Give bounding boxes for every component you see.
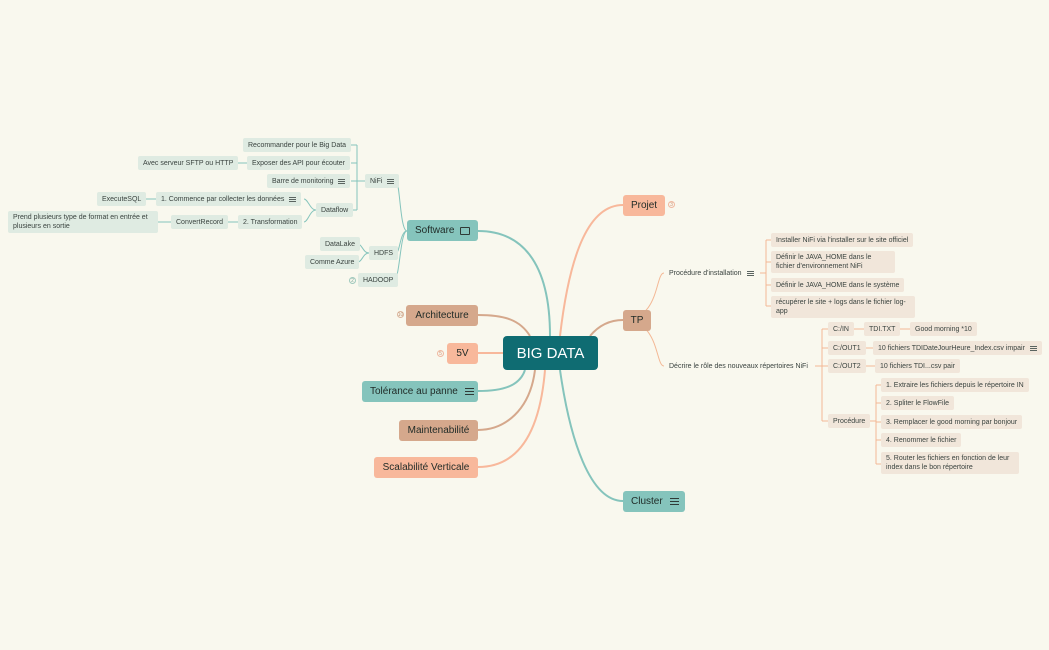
projet-count-badge[interactable]: 3: [668, 201, 675, 208]
tp-label: TP: [630, 315, 644, 326]
cout2-node[interactable]: C:/OUT2: [828, 359, 866, 373]
root-node[interactable]: BIG DATA: [503, 336, 598, 370]
step-2[interactable]: 2. Spliter le FlowFile: [881, 396, 955, 410]
sftp-node[interactable]: Avec serveur SFTP ou HTTP: [138, 156, 239, 170]
dataflow-node[interactable]: Dataflow: [316, 203, 354, 217]
note-icon: [387, 178, 395, 184]
barre-monitoring-node[interactable]: Barre de monitoring: [267, 174, 351, 188]
install-item-2[interactable]: Définir le JAVA_HOME dans le fichier d'e…: [771, 251, 895, 273]
formats-node[interactable]: Prend plusieurs type de format en entrée…: [8, 211, 158, 233]
cluster-label: Cluster: [631, 496, 663, 507]
architecture-node[interactable]: Architecture: [406, 305, 478, 326]
commence-node[interactable]: 1. Commence par collecter les données: [156, 192, 302, 206]
fivev-node[interactable]: 5V: [447, 343, 478, 364]
tdi-txt-node[interactable]: TDI.TXT: [864, 322, 901, 336]
installation-node[interactable]: Procédure d'installation: [664, 266, 759, 280]
tolerance-label: Tolérance au panne: [370, 386, 458, 397]
cout1-node[interactable]: C:/OUT1: [828, 341, 866, 355]
out1-desc-node[interactable]: 10 fichiers TDIDateJourHeure_Index.csv i…: [873, 341, 1042, 355]
software-node[interactable]: Software: [407, 220, 479, 241]
step-4[interactable]: 4. Renommer le fichier: [881, 433, 962, 447]
note-icon: [338, 178, 346, 184]
architecture-label: Architecture: [415, 310, 469, 321]
hadoop-count-badge[interactable]: 2: [349, 277, 356, 284]
hdfs-node[interactable]: HDFS: [369, 246, 399, 260]
decrire-node[interactable]: Décrire le rôle des nouveaux répertoires…: [669, 362, 808, 370]
architecture-count-badge[interactable]: 10: [397, 311, 404, 318]
note-icon: [669, 498, 680, 505]
tp-node[interactable]: TP: [623, 310, 651, 331]
datalake-node[interactable]: DataLake: [320, 237, 360, 251]
software-label: Software: [415, 225, 455, 236]
fivev-label: 5V: [456, 348, 469, 359]
install-item-3[interactable]: Définir le JAVA_HOME dans le système: [771, 278, 905, 292]
convertrecord-node[interactable]: ConvertRecord: [171, 215, 229, 229]
recommander-node[interactable]: Recommander pour le Big Data: [243, 138, 352, 152]
projet-node[interactable]: Projet: [623, 195, 665, 216]
maintenabilite-label: Maintenabilité: [407, 425, 470, 436]
install-item-4[interactable]: récupérer le site + logs dans le fichier…: [771, 296, 915, 318]
step-5[interactable]: 5. Router les fichiers en fonction de le…: [881, 452, 1019, 474]
projet-label: Projet: [630, 200, 658, 211]
hadoop-node[interactable]: HADOOP: [358, 273, 399, 287]
note-icon: [289, 196, 297, 202]
scalabilite-node[interactable]: Scalabilité Verticale: [374, 457, 478, 478]
step-3[interactable]: 3. Remplacer le good morning par bonjour: [881, 415, 1023, 429]
link-icon: [460, 226, 471, 235]
commence-label: 1. Commence par collecter les données: [161, 195, 285, 203]
install-item-1[interactable]: Installer NiFi via l'installer sur le si…: [771, 233, 914, 247]
azure-node[interactable]: Comme Azure: [305, 255, 360, 269]
procedure-node[interactable]: Procédure: [828, 414, 871, 428]
note-icon: [1029, 345, 1037, 351]
exposer-node[interactable]: Exposer des API pour écouter: [247, 156, 350, 170]
out2-desc-node[interactable]: 10 fichiers TDI...csv pair: [875, 359, 960, 373]
barre-label: Barre de monitoring: [272, 177, 334, 185]
out1-desc-label: 10 fichiers TDIDateJourHeure_Index.csv i…: [878, 344, 1025, 352]
nifi-node[interactable]: NiFi: [365, 174, 400, 188]
nifi-label: NiFi: [370, 177, 383, 185]
step-1[interactable]: 1. Extraire les fichiers depuis le réper…: [881, 378, 1029, 392]
maintenabilite-node[interactable]: Maintenabilité: [399, 420, 478, 441]
note-icon: [746, 270, 754, 276]
tolerance-node[interactable]: Tolérance au panne: [362, 381, 478, 402]
executesql-node[interactable]: ExecuteSQL: [97, 192, 147, 206]
installation-label: Procédure d'installation: [669, 269, 742, 277]
good-morning-node[interactable]: Good morning *10: [910, 322, 977, 336]
transformation-node[interactable]: 2. Transformation: [238, 215, 303, 229]
scalabilite-label: Scalabilité Verticale: [382, 462, 470, 473]
note-icon: [464, 388, 475, 395]
fivev-count-badge[interactable]: 5: [437, 350, 444, 357]
cluster-node[interactable]: Cluster: [623, 491, 685, 512]
cin-node[interactable]: C:/IN: [828, 322, 854, 336]
